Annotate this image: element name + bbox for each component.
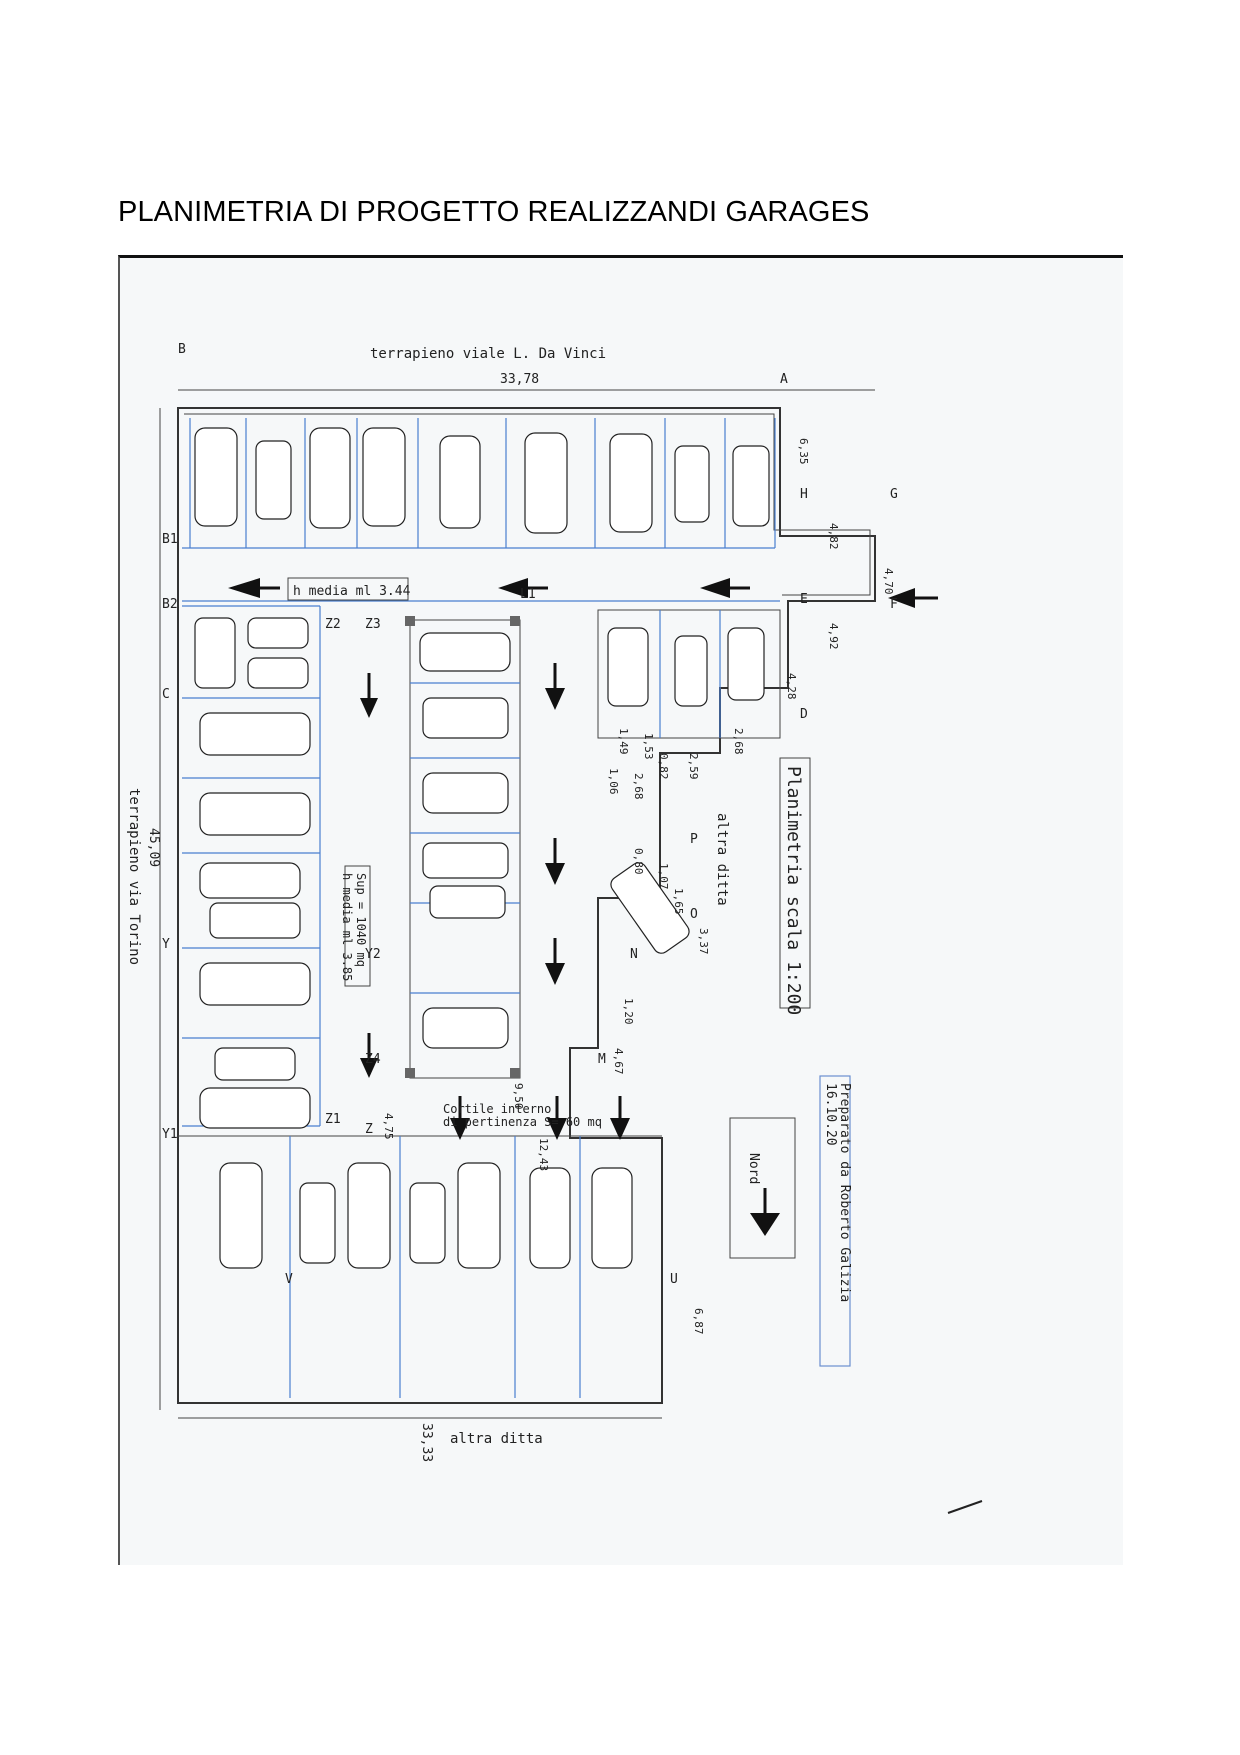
dimension-label: 1,65 [672,888,685,915]
dimension-labels: 6,35 4,82 4,70 4,92 4,28 2,68 2,59 0,82 … [382,438,895,1335]
dimension-label: 4,75 [382,1113,395,1140]
point-label: Z3 [365,617,381,632]
dimension-label: 4,67 [612,1048,625,1075]
direction-arrow-icon [360,698,378,718]
direction-arrow-icon [450,1118,470,1140]
point-label: Z1 [325,1112,341,1127]
point-label: H [800,487,808,502]
north-arrow-icon [750,1213,780,1236]
top-parking-row [182,418,776,549]
dimension-label: 4,92 [827,623,840,650]
courtyard-area-label: di pertinenza S= 60 mq [443,1115,602,1129]
surface-label: Sup = 1040 mq [354,873,368,967]
dimension-label: 9,50 [512,1083,525,1110]
point-label: P [690,832,698,847]
north-indicator: Nord [729,1117,796,1259]
left-parking-column [182,605,378,1129]
prepared-date-label: 16.10.20 [823,1083,838,1146]
point-label: Y1 [162,1127,178,1142]
direction-arrow-icon [545,688,565,710]
dimension-label: 2,68 [632,773,645,800]
prepared-by-label: Preparato da Roberto Galizia [837,1083,852,1302]
point-label: E [800,592,808,607]
direction-arrow-icon [545,963,565,985]
direction-arrow-icon [545,863,565,885]
point-label: B2 [162,597,178,612]
dimension-label: 6,35 [797,438,810,465]
dimension-label: 2,68 [732,728,745,755]
bottom-dim: 33,33 [419,1423,434,1462]
dimension-label: 4,28 [785,673,798,700]
point-label: Y2 [365,947,381,962]
prepared-by-box: Preparato da Roberto Galizia 16.10.20 [819,1075,852,1367]
left-boundary-label: terrapieno via Torino [126,788,142,965]
point-labels: B A B1 B2 C D E F G H L1 M N O P U V Y Y… [162,342,898,1287]
point-label: G [890,487,898,502]
point-label: M [598,1052,606,1067]
total-width-dim: 33,78 [500,372,539,387]
dimension-label: 1,49 [617,728,630,755]
dimension-label: 1,20 [622,998,635,1025]
total-height-dim: 45,09 [146,828,161,867]
point-label: V [285,1272,293,1287]
point-label: Y [162,937,170,952]
dimension-label: 0,82 [657,753,670,780]
dimension-label: 6,87 [692,1308,705,1335]
dimension-label: 1,06 [607,768,620,795]
point-label: Z [365,1122,373,1137]
central-parking-block: Sup = 1040 mq h media ml 3.85 [340,616,565,1079]
building-outline [159,389,876,1419]
direction-arrow-icon [700,578,730,598]
direction-arrow-icon [360,1058,378,1078]
point-label: O [690,907,698,922]
floor-plan-drawing: h media ml 3.44 [126,342,983,1514]
point-label: B1 [162,532,178,547]
dimension-label: 1,53 [642,733,655,760]
upper-aisle: h media ml 3.44 [182,577,938,608]
pen-mark [947,1500,983,1514]
point-label: C [162,687,170,702]
dimension-label: 0,80 [632,848,645,875]
point-label: B [178,342,186,357]
scanned-floor-plan: h media ml 3.44 [118,255,1123,1565]
scale-label: Planimetria scala 1:200 [783,766,804,1015]
dimension-label: 4,70 [882,568,895,595]
entrance-arrow-icon [888,588,915,608]
point-label: Z4 [365,1052,381,1067]
dimension-label: 4,82 [827,523,840,550]
dimension-label: 3,37 [697,928,710,955]
point-label: D [800,707,808,722]
dimension-label: 2,59 [687,753,700,780]
hmedia-top-label: h media ml 3.44 [293,584,411,599]
right-parking-bays [597,609,781,954]
direction-arrow-icon [610,1118,630,1140]
dimension-label: 12,43 [537,1138,550,1171]
direction-arrow-icon [228,578,260,598]
dimension-label: 1,07 [657,863,670,890]
surface-height-label: h media ml 3.85 [340,873,354,981]
bottom-parking-row [178,1096,662,1398]
point-label: A [780,372,788,387]
point-label: Z2 [325,617,341,632]
courtyard-label: Cortile interno [443,1102,551,1116]
top-boundary-label: terrapieno viale L. Da Vinci [370,346,606,362]
direction-arrow-icon [498,578,528,598]
scale-box: Planimetria scala 1:200 [779,757,811,1015]
point-label: F [890,597,898,612]
point-label: N [630,947,638,962]
point-label: U [670,1272,678,1287]
bottom-boundary-label: altra ditta [450,1431,543,1447]
north-label: Nord [746,1153,761,1184]
point-label: L1 [520,587,536,602]
direction-arrow-icon [547,1118,567,1140]
page-title: PLANIMETRIA DI PROGETTO REALIZZANDI GARA… [118,196,870,228]
right-boundary-label: altra ditta [714,813,730,906]
